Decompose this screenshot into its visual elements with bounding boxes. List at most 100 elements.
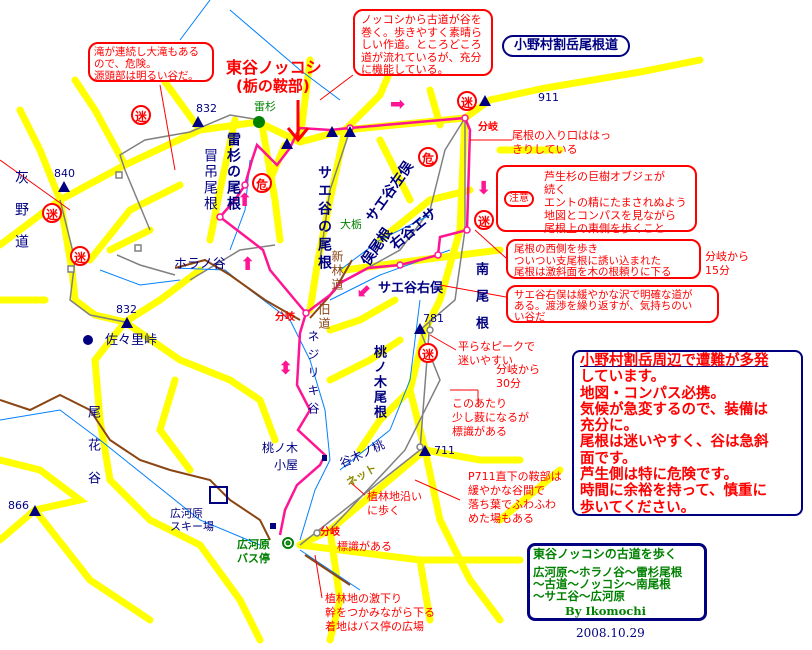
callout-line: 芦生杉の巨樹オブジェが [544, 170, 665, 183]
warning-line: 面です。 [580, 450, 637, 467]
place-momonoki-hut: 桃ノ木小屋 [262, 440, 298, 474]
callout-line: ついつい支尾根に誘い込まれた [514, 254, 661, 267]
kokkoshi-arrow-icon [286, 100, 310, 143]
callout-line: ある。渡渉を繰り返すが、気持ちのい [514, 300, 693, 312]
arrow-up-down-icon: ⬍ [278, 358, 294, 379]
note-line: に歩く [367, 504, 400, 517]
note-line: 緩やかな谷間で [468, 484, 545, 497]
callout-falls: 滝が連続し大滝もある ので、危険。 源頭部は明るい谷だ。 [88, 42, 214, 82]
note-line: 分岐から [705, 250, 749, 263]
note-descent: 植林地の激下り 幹をつかみながら下る 着地はバス停の広場 [325, 592, 435, 634]
note-line: きりしている [512, 143, 578, 156]
kokkoshi-title: 東谷ノッコシ [226, 58, 322, 77]
warning-line: 時間に余裕を持って、慎重に [580, 483, 768, 500]
arrow-up-icon: ⬆ [237, 190, 253, 211]
peak-label: 832 [196, 102, 217, 115]
place-sasari-toge: 佐々里峠 [105, 333, 158, 348]
place-line: スキー場 [170, 520, 214, 533]
place-new-road: 新林道 [330, 250, 344, 292]
peak-label: 832 [116, 303, 137, 316]
callout-line: ので、危険。 [94, 58, 157, 70]
arrow-down-icon: ⬇ [476, 178, 492, 199]
route-title: 小野村割岳尾根道 [502, 35, 630, 57]
note-bush: このあたり 少し薮になるが 標識がある [452, 397, 529, 439]
junction-label: 分岐 [478, 122, 498, 133]
peak-triangles [29, 95, 491, 516]
junction-label: 分岐 [320, 527, 340, 538]
danger-warning-icon: 危 [252, 173, 272, 193]
place-bus-stop: 広河原バス停 [237, 538, 270, 566]
note-line: 分岐から [496, 363, 540, 376]
callout-saedani: サエ谷右俣は緩やかな沢で明確な道が ある。渡渉を繰り返すが、気持ちのい い谷だ [506, 285, 719, 323]
callout-west-side: 尾根の西側を歩き ついつい支尾根に誘い込まれた 尾根は激斜面を木の根頼りに下る [506, 239, 701, 279]
callout-line: 滝が連続し大滝もある [94, 46, 199, 58]
callout-line: 続く [544, 183, 566, 196]
note-line: 植林地沿い [367, 490, 422, 503]
warning-headline: 小野村割岳周辺で遭難が多発 [580, 353, 769, 369]
place-line: 広河原 [237, 538, 270, 551]
callout-line: 地図とコンパスを見ながら [544, 209, 676, 222]
place-obanadani: 尾花谷 [85, 405, 100, 504]
sasari-pass-icon [83, 335, 93, 345]
place-kaminari-ridge: 雷杉の尾根 [225, 132, 241, 212]
callout-line: 源頭部は明るい谷だ。 [94, 70, 199, 82]
callout-line: 尾根は激斜面を木の根頼りに下る [514, 266, 672, 278]
footer-route-line: 広河原～ホラノ谷～雷杉尾根 [533, 565, 683, 579]
callout-line: に機能している。 [361, 63, 449, 76]
callout-line: サエ谷右俣は緩やかな沢で明確な道が [514, 289, 693, 301]
bus-stop-icon [282, 537, 294, 549]
place-nejiri-valley: ネジリキ谷 [306, 330, 320, 420]
peak-label: 781 [423, 312, 444, 325]
note-line: 平らなピークで [458, 340, 535, 353]
place-sae-right: サエ谷右俣 [378, 281, 444, 296]
callout-old-road: ノッコシから古道が谷を 巻く。歩きやすく素晴ら しい作道。ところどころ 道が流れ… [353, 9, 493, 76]
note-line: P711直下の鞍部は [468, 470, 562, 483]
callout-line: ノッコシから古道が谷を [361, 13, 482, 26]
note-ridge-entry: 尾根の入り口ははっ きりしている [512, 129, 611, 157]
note-line: 標識がある [452, 425, 507, 438]
place-otochi: 大栃 [340, 218, 362, 231]
note-line: このあたり [452, 397, 507, 410]
danger-warning-icon: 危 [418, 147, 438, 167]
lost-warning-icon: 迷 [474, 210, 494, 230]
warning-line: 歩いてください。 [580, 499, 696, 516]
lost-warning-icon: 迷 [131, 105, 151, 125]
footer-box: 東谷ノッコシの古道を歩く 広河原～ホラノ谷～雷杉尾根 ～古道～ノッコシ～南尾根 … [527, 543, 707, 621]
route-nodes [216, 114, 471, 317]
caution-badge: 注意 [504, 191, 534, 207]
note-line: 植林地の激下り [325, 592, 402, 605]
footer-title: 東谷ノッコシの古道を歩く [533, 547, 677, 561]
footer-route-line: ～古道～ノッコシ～南尾根 [533, 577, 671, 591]
place-sae-ridge: サエ谷の尾根 [316, 165, 332, 273]
note-line: 尾根の入り口ははっ [512, 129, 611, 142]
note-line: 30分 [496, 377, 521, 390]
note-line: 幹をつかみながら下る [325, 606, 435, 619]
note-from-junction-15: 分岐から 15分 [705, 250, 749, 278]
kaminari-sugi-tree-icon [253, 116, 265, 128]
lost-warning-icon: 迷 [70, 246, 90, 266]
note-line: 着地はバス停の広場 [325, 620, 424, 633]
place-old-road: 旧道 [317, 303, 331, 331]
lost-warning-icon: 迷 [457, 91, 477, 111]
junction-label: 分岐 [275, 312, 295, 323]
arrow-up-icon: ⬆ [240, 254, 256, 275]
note-line: 少し薮になるが [452, 411, 529, 424]
hiking-route [218, 116, 472, 536]
lost-warning-icon: 迷 [42, 203, 62, 223]
note-flat-peak: 平らなピークで 迷いやすい [458, 340, 535, 368]
peak-label: 840 [54, 167, 75, 180]
place-tsuri-ridge: 冒吊尾根 [202, 148, 218, 212]
place-line: 広河原 [170, 507, 203, 520]
kokkoshi-subtitle: (栃の鞍部) [236, 77, 310, 95]
place-south-ridge: 南尾根 [473, 262, 488, 343]
callout-line: エントの精にたまされぬよう [544, 196, 687, 209]
trail-nodes [67, 171, 434, 537]
peak-label: 711 [434, 444, 455, 457]
place-ski-area: 広河原スキー場 [170, 507, 214, 533]
warning-line: 気候が急変するので、装備は [580, 401, 768, 418]
callout-line: い谷だ [514, 311, 546, 323]
callout-line: 道が流れているが、充分 [361, 50, 482, 64]
place-horanotani: ホラノ谷 [174, 257, 226, 272]
place-haino-michi: 灰野道 [13, 170, 29, 266]
